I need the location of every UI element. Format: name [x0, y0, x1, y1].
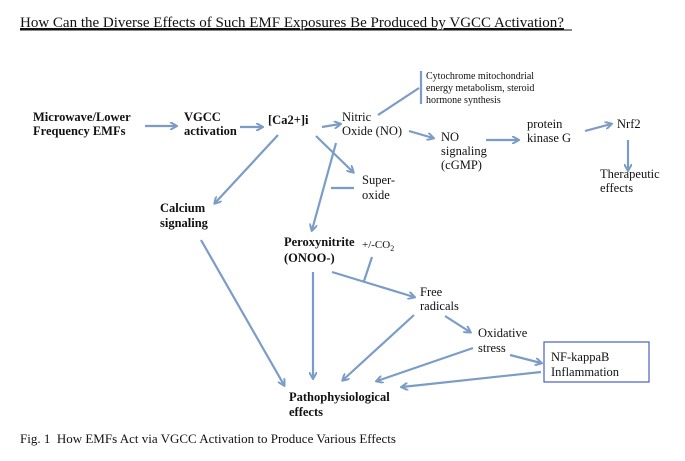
co2-subscript: 2: [390, 244, 394, 253]
nfkb-box: [543, 341, 650, 383]
node-label: Pathophysiological: [289, 390, 390, 404]
arrow-oxidative-nfkb: [509, 353, 541, 363]
node-vgcc: VGCC activation: [184, 110, 237, 138]
arrow-no-peroxynitrite: [312, 142, 338, 230]
node-ca: [Ca2+]i: [268, 113, 309, 127]
node-therapeutic: Therapeutic effects: [600, 167, 660, 195]
node-label: kinase G: [527, 131, 571, 145]
node-label: effects: [289, 405, 323, 419]
connectors: [145, 71, 628, 387]
arrow-ca-calcium: [215, 134, 279, 203]
figure-caption: Fig. 1 How EMFs Act via VGCC Activation …: [20, 431, 396, 446]
arrow-peroxy-free: [331, 270, 414, 297]
node-patho: Pathophysiological effects: [289, 390, 390, 419]
node-label: radicals: [420, 299, 459, 313]
node-label: Calcium: [160, 201, 206, 215]
node-label: Nitric: [342, 110, 372, 124]
node-label: Therapeutic: [600, 167, 660, 181]
node-label: signaling: [160, 216, 209, 230]
arrow-ca-superoxide: [315, 135, 353, 172]
node-calcium: Calcium signaling: [160, 201, 209, 230]
node-cytochrome: Cytochrome mitochondrial energy metaboli…: [426, 71, 534, 106]
co2-label: +/-CO: [362, 239, 390, 251]
node-label: signaling: [441, 144, 488, 158]
node-label: Peroxynitrite: [284, 235, 355, 249]
node-label: Oxidative: [478, 326, 528, 340]
node-oxidative: Oxidative stress: [478, 326, 528, 355]
arrow-ca-no: [321, 124, 340, 127]
node-label: Cytochrome mitochondrial: [426, 71, 534, 82]
arrow-nfkb-patho: [402, 370, 542, 387]
node-superoxide: Super- oxide: [362, 173, 395, 202]
node-label: Free: [420, 285, 443, 299]
node-peroxynitrite: Peroxynitrite (ONOO-): [284, 235, 355, 265]
node-label: NO: [441, 130, 459, 144]
node-nrf2: Nrf2: [617, 117, 641, 131]
node-label: Inflammation: [551, 365, 620, 379]
node-label: (cGMP): [441, 158, 482, 172]
arrow-oxidative-patho: [377, 346, 474, 381]
node-label: protein: [527, 117, 563, 131]
node-label: activation: [184, 124, 237, 138]
arrow-free-patho: [343, 314, 415, 380]
node-label: energy metabolism, steroid: [426, 83, 534, 94]
node-label: (ONOO-): [284, 251, 335, 265]
diagram-title: How Can the Diverse Effects of Such EMF …: [20, 15, 564, 31]
node-label: VGCC: [184, 110, 221, 124]
node-label: Microwave/Lower: [33, 110, 131, 124]
node-no: Nitric Oxide (NO): [342, 110, 402, 138]
node-pkg: protein kinase G: [527, 117, 571, 145]
arrow-pkg-nrf2: [584, 124, 611, 133]
node-label: Super-: [362, 173, 395, 187]
arrow-free-oxidative: [444, 315, 470, 332]
node-free-radicals: Free radicals: [420, 285, 459, 313]
node-label: oxide: [362, 188, 390, 202]
node-co2: +/-CO2: [362, 239, 394, 253]
node-label: stress: [478, 341, 506, 355]
node-label: Frequency EMFs: [33, 124, 126, 138]
bracket-co2: [362, 256, 374, 282]
arrow-calcium-patho: [200, 239, 284, 385]
node-no-signaling: NO signaling (cGMP): [441, 130, 488, 172]
node-label: NF-kappaB: [551, 350, 609, 364]
node-label: Oxide (NO): [342, 124, 402, 138]
node-label: effects: [600, 181, 633, 195]
node-emf: Microwave/Lower Frequency EMFs: [33, 110, 131, 138]
arrow-no-signaling: [408, 129, 433, 138]
node-nfkb: NF-kappaB Inflammation: [551, 350, 620, 379]
node-label: hormone synthesis: [426, 95, 501, 106]
line-no-cytochrome: [377, 87, 420, 116]
